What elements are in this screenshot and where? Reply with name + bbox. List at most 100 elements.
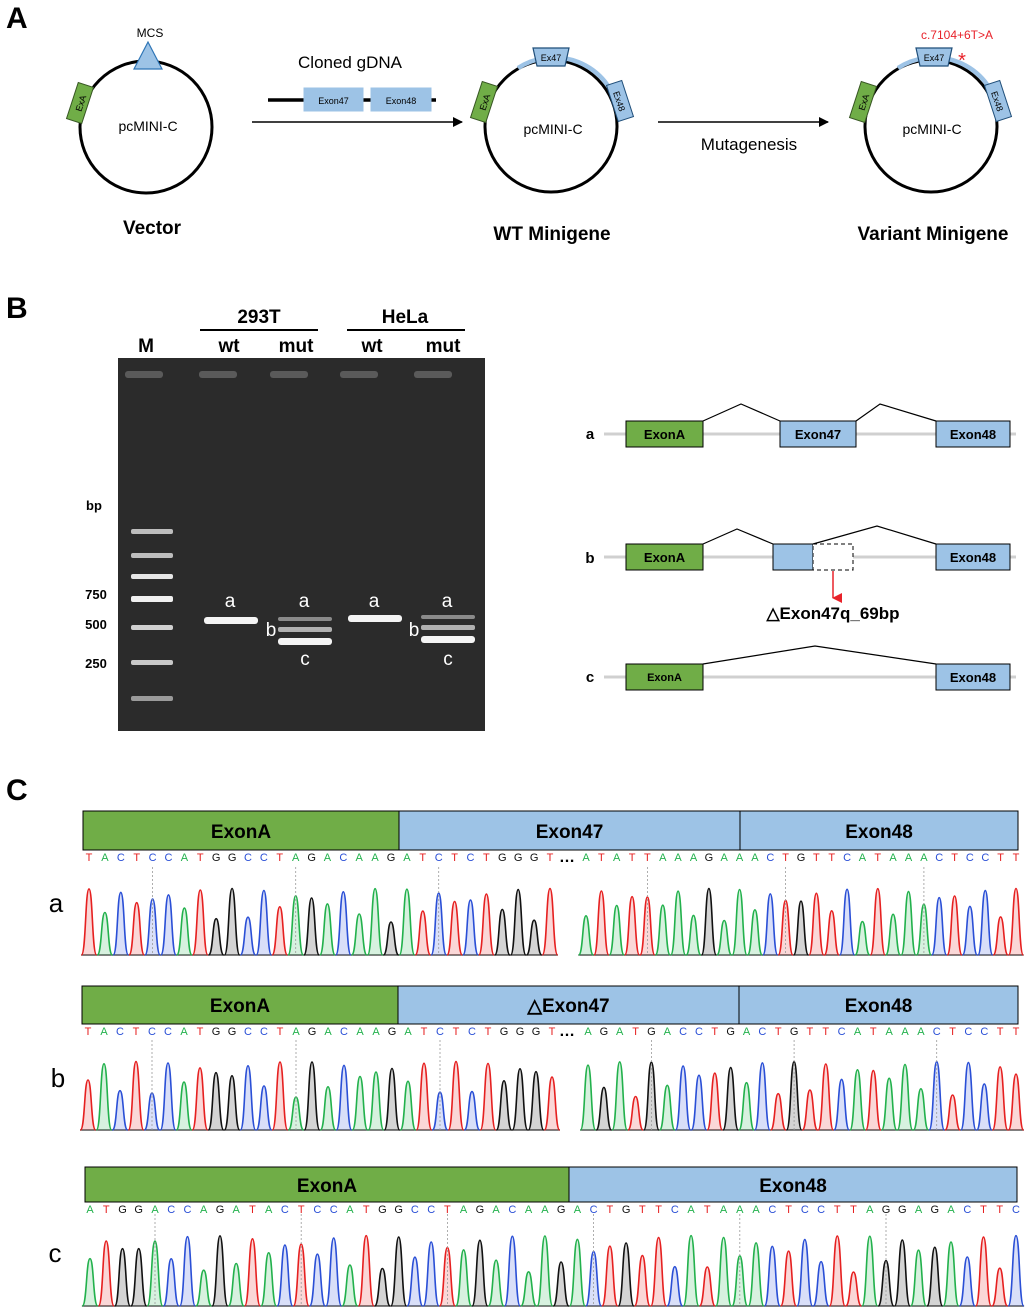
base-letter: C: [184, 1204, 192, 1216]
chromatogram-peak: [479, 1062, 497, 1131]
base-letter: G: [212, 1026, 221, 1038]
base-letter: C: [436, 1026, 444, 1038]
base-letter: G: [557, 1204, 566, 1216]
base-letter: C: [260, 1026, 268, 1038]
base-letter: C: [679, 1026, 687, 1038]
base-letter: T: [874, 852, 881, 864]
base-letter: C: [963, 1204, 971, 1216]
chromatogram-peak: [96, 911, 114, 956]
chromatogram-peak: [462, 899, 479, 956]
chromatogram-peak: [650, 1236, 668, 1307]
base-letter: T: [549, 1026, 556, 1038]
base-letter: C: [843, 852, 851, 864]
base-letter: T: [276, 852, 283, 864]
base-letter: A: [584, 1026, 592, 1038]
chromatogram-peak: [97, 1240, 115, 1307]
chromatogram-peak: [223, 887, 241, 956]
base-letter: A: [86, 1204, 94, 1216]
chromatogram-peak: [658, 1084, 676, 1131]
chromatogram-peak: [865, 1069, 882, 1131]
chromatogram-peak: [627, 1095, 644, 1131]
chromatogram-peak: [722, 1066, 739, 1131]
base-letter: A: [151, 1204, 159, 1216]
chromatogram-peak: [438, 1246, 456, 1307]
base-letter: C: [149, 852, 157, 864]
chromatogram-peak: [839, 888, 856, 956]
base-letter: T: [86, 852, 93, 864]
mutagenesis-arrow: Mutagenesis: [658, 117, 829, 154]
chromatogram-peak: [666, 1265, 684, 1307]
chromatogram-peak: [495, 1079, 513, 1131]
base-letter: T: [197, 1026, 204, 1038]
svg-text:pcMINI-C: pcMINI-C: [523, 121, 582, 137]
chromatogram-peak: [706, 1072, 724, 1131]
svg-text:c: c: [300, 649, 310, 670]
svg-text:…: …: [559, 1023, 575, 1040]
chromatogram-peak: [414, 910, 432, 956]
base-letter: G: [500, 1026, 509, 1038]
base-letter: A: [403, 852, 411, 864]
chromatogram-peak: [738, 1081, 755, 1131]
base-letter: T: [483, 852, 490, 864]
gel-image: a b c a a b c a: [118, 358, 485, 731]
base-letter: A: [356, 1026, 364, 1038]
chromatogram-peak: [351, 1075, 369, 1131]
chromatogram-peak: [792, 900, 810, 956]
base-letter: C: [339, 852, 347, 864]
chromatogram-peak: [975, 1236, 992, 1307]
base-letter: G: [498, 852, 507, 864]
base-letter: T: [639, 1204, 646, 1216]
svg-text:b: b: [409, 620, 420, 641]
vector-exonA: ExA: [65, 81, 95, 125]
variant-minigene: Ex47 ExA Ex48 c.7104+6T>A * pcMINI-C Var…: [848, 28, 1013, 245]
base-letter: T: [996, 1204, 1003, 1216]
chromatogram-peak: [896, 1063, 914, 1131]
base-letter: G: [790, 1026, 799, 1038]
base-letter: T: [1013, 1026, 1020, 1038]
base-letter: C: [980, 1026, 988, 1038]
chromatogram-peak: [255, 1085, 273, 1131]
trace-a-chromatogram: [80, 867, 1025, 956]
base-letter: T: [807, 1026, 814, 1038]
chromatogram-peak: [243, 1237, 261, 1307]
svg-text:250: 250: [85, 656, 107, 671]
base-letter: T: [363, 1204, 370, 1216]
base-letter: C: [1012, 1204, 1020, 1216]
chromatogram-peak: [478, 893, 495, 956]
chromatogram-peak: [762, 893, 779, 956]
chromatogram-peak: [422, 1241, 440, 1307]
panel-letter-a: A: [6, 2, 28, 35]
base-letter: A: [674, 852, 682, 864]
base-letter: C: [116, 1026, 124, 1038]
chromatogram-peak: [399, 1080, 417, 1131]
chromatogram-peak: [595, 1086, 613, 1131]
chromatogram-peak: [114, 1247, 131, 1307]
base-letter: A: [233, 1204, 241, 1216]
chromatogram-peak: [900, 890, 917, 956]
base-letter: G: [622, 1204, 631, 1216]
base-letter: C: [590, 1204, 598, 1216]
base-letter: A: [901, 1026, 909, 1038]
chromatogram-peak: [487, 1259, 505, 1307]
chromatogram-peak: [303, 897, 320, 956]
chromatogram-peak: [130, 1247, 148, 1307]
chromatogram-peak: [624, 895, 641, 956]
chromatogram-peak: [796, 1238, 814, 1307]
gel-size-labels: bp 750 500 250: [85, 498, 107, 671]
base-letter: A: [920, 852, 928, 864]
wt-caption: WT Minigene: [493, 224, 610, 245]
base-letter: C: [165, 852, 173, 864]
base-letter: G: [532, 1026, 541, 1038]
chromatogram-peak: [991, 1267, 1009, 1307]
chromatogram-peak: [112, 891, 130, 956]
chromatogram-peak: [367, 1071, 385, 1131]
base-letter: T: [133, 1026, 140, 1038]
base-letter: A: [525, 1204, 533, 1216]
chromatogram-peak: [976, 1083, 993, 1131]
chromatogram-peak: [398, 888, 416, 956]
mutagenesis-label: Mutagenesis: [701, 135, 797, 154]
base-letter: T: [421, 1026, 428, 1038]
base-letter: C: [244, 852, 252, 864]
base-letter: A: [859, 852, 867, 864]
svg-text:c: c: [443, 649, 453, 670]
